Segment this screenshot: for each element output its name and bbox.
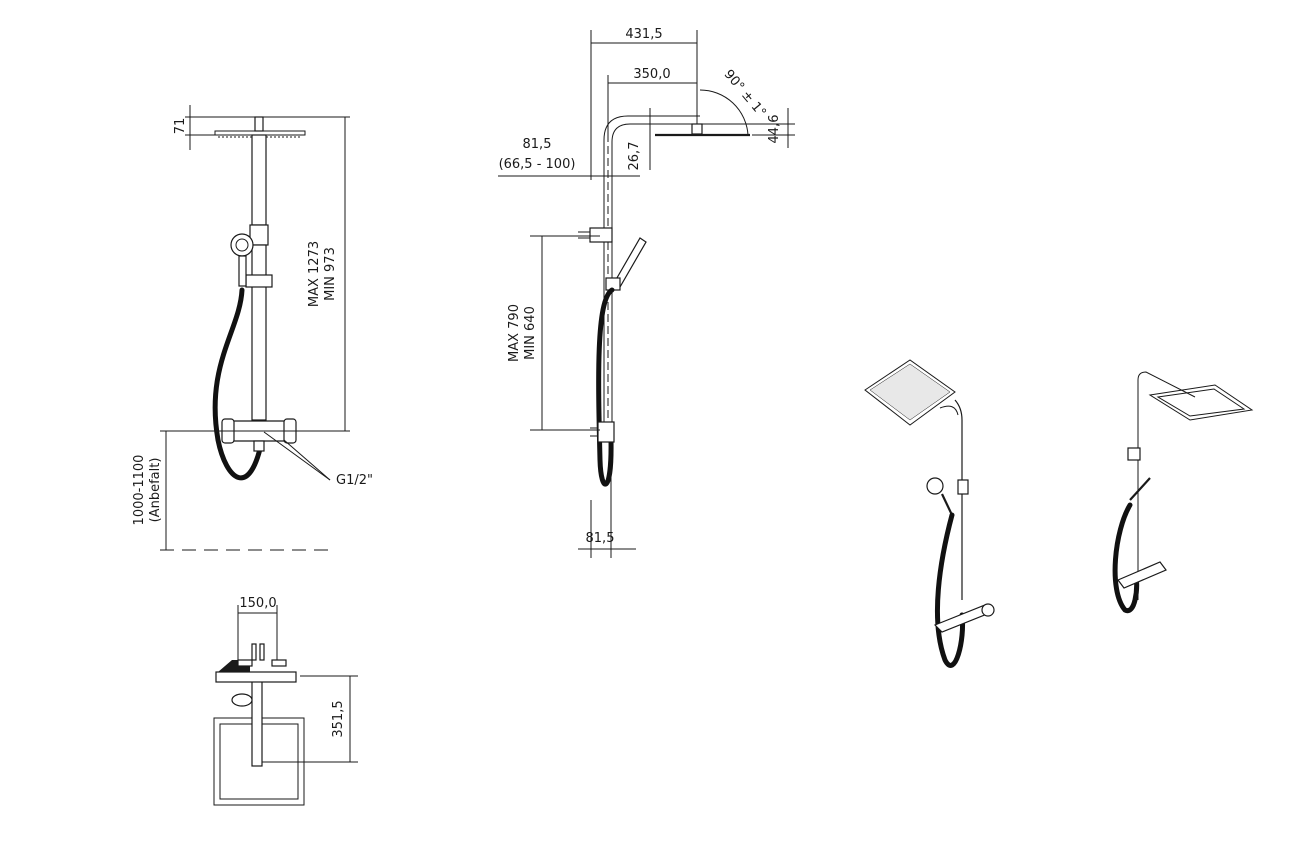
- iso2-bracket: [1127, 447, 1141, 461]
- front-slide-holder: [245, 274, 273, 288]
- side-dim-drop: 26,7: [627, 142, 642, 171]
- iso1-hose: [934, 512, 966, 668]
- side-wall-bracket: [589, 227, 613, 243]
- front-view: G1/2" 71 MAX 1273 MIN 973 1000-1100 (Anb…: [132, 105, 373, 551]
- iso-view-left: [864, 359, 995, 668]
- iso2-thermostat: [1117, 561, 1167, 589]
- side-dim-wall-range: (66,5 - 100): [499, 157, 576, 172]
- side-thermostat: [597, 421, 615, 443]
- top-view: 150,0 351,5: [213, 596, 358, 806]
- side-head-joint: [691, 123, 703, 135]
- iso1-hand-shower: [926, 477, 944, 495]
- iso2-hose: [1112, 502, 1140, 614]
- top-knob-right: [271, 659, 287, 667]
- top-hand-shower: [231, 693, 253, 707]
- side-dim-slide-min: MIN 640: [523, 306, 538, 360]
- front-dim-top: 71: [173, 118, 188, 135]
- front-dim-min: MIN 973: [323, 247, 338, 301]
- iso2-head-inner: [1156, 388, 1246, 417]
- side-dim-head: 44,6: [767, 115, 782, 144]
- front-dim-max: MAX 1273: [307, 241, 322, 307]
- side-hose: [596, 287, 615, 487]
- side-dim-arm: 350,0: [633, 67, 670, 82]
- front-lower-riser: [251, 244, 267, 421]
- iso1-arm: [939, 405, 959, 416]
- side-dim-arm-total: 431,5: [625, 27, 662, 42]
- front-hand-shower-head: [230, 233, 254, 257]
- top-dim-centers: 150,0: [239, 596, 276, 611]
- iso2-arm: [1137, 371, 1196, 398]
- iso1-bracket: [957, 479, 969, 495]
- side-dim-wall: 81,5: [523, 137, 552, 152]
- iso1-knob: [981, 603, 995, 617]
- top-bracket-left: [251, 643, 257, 661]
- front-connection-label: G1/2": [336, 473, 373, 488]
- iso1-riser: [954, 399, 963, 600]
- side-dim-angle: 90° ± 1°: [721, 67, 769, 120]
- iso1-head: [864, 359, 956, 426]
- top-bracket-right: [259, 643, 265, 661]
- side-dim-slide-max: MAX 790: [507, 304, 522, 362]
- top-arm: [251, 675, 263, 767]
- top-knob-left: [237, 659, 253, 667]
- front-head-plate: [214, 130, 306, 136]
- top-dim-depth: 351,5: [331, 700, 346, 737]
- front-hand-shower-face: [235, 238, 249, 252]
- front-upper-riser: [251, 134, 267, 226]
- top-thermostat: [215, 671, 297, 683]
- front-head-joint: [254, 116, 264, 132]
- iso1-head-face: [869, 363, 951, 421]
- side-angle-arc: [699, 89, 749, 136]
- iso1-handle: [941, 493, 953, 516]
- front-outlet: [253, 440, 265, 452]
- side-riser-outer: [603, 115, 700, 430]
- front-leader-1: [263, 431, 331, 481]
- side-riser-inner: [611, 123, 700, 430]
- side-view: 431,5 350,0 90° ± 1° 44,6 26,7 81,5 (66,…: [498, 27, 795, 558]
- front-hose: [212, 287, 265, 481]
- front-dim-height: 1000-1100: [132, 455, 147, 526]
- front-dim-height-note: (Anbefalt): [148, 458, 163, 523]
- front-hand-shower-handle: [238, 255, 247, 287]
- iso-view-right: [1112, 371, 1254, 614]
- iso2-hand-shower: [1129, 477, 1151, 501]
- side-dim-bottom: 81,5: [586, 531, 615, 546]
- front-leader-2: [283, 439, 331, 481]
- iso2-head: [1148, 384, 1254, 421]
